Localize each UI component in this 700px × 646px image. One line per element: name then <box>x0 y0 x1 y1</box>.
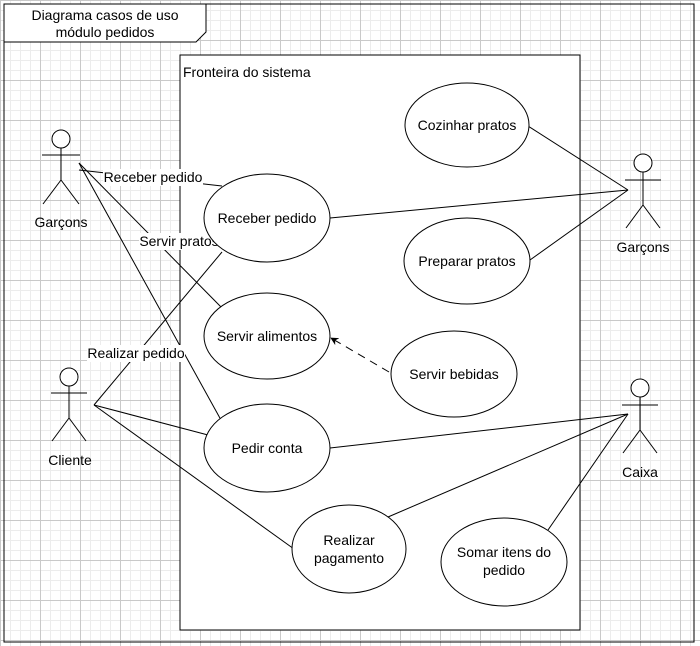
frame-title-tab <box>3 3 207 43</box>
use-case-realizar-pagamento-line1: Realizar <box>323 532 375 548</box>
actor-garcons-left[interactable] <box>42 129 80 205</box>
use-case-pedir-conta-label: Pedir conta <box>232 440 303 456</box>
use-case-somar-itens-line1: Somar itens do <box>457 544 551 560</box>
use-case-servir-alimentos-label: Servir alimentos <box>217 328 317 344</box>
line-servir-bebidas-dependency <box>330 337 390 373</box>
edge-label-servir-pratos: Servir pratos <box>139 233 218 249</box>
use-case-servir-bebidas-label: Servir bebidas <box>409 366 499 382</box>
use-case-receber-pedido-label: Receber pedido <box>218 210 317 226</box>
system-boundary-label: Fronteira do sistema <box>183 64 311 80</box>
diagram-frame <box>3 3 695 643</box>
use-case-somar-itens-line2: pedido <box>483 562 525 578</box>
use-case-somar-itens[interactable]: Somar itens do pedido <box>440 517 568 607</box>
actor-caixa[interactable] <box>622 378 658 454</box>
line-cliente-pagamento <box>93 404 295 550</box>
label-bg-servir-pratos <box>139 233 219 250</box>
line-garcons-pedir-conta <box>78 162 222 421</box>
frame-title-line1: Diagrama casos de uso <box>31 7 178 23</box>
use-case-realizar-pagamento-line2: pagamento <box>314 550 384 566</box>
use-case-pedir-conta[interactable]: Pedir conta <box>203 403 331 493</box>
actor-garcons-right[interactable] <box>625 153 661 229</box>
line-preparar-garcons-right <box>529 189 629 261</box>
edge-label-receber-pedido: Receber pedido <box>104 169 203 185</box>
use-case-preparar-label: Preparar pratos <box>418 253 515 269</box>
actor-cliente-label: Cliente <box>48 452 92 468</box>
actor-garcons-right-label: Garçons <box>617 239 670 255</box>
label-bg-realizar-pedido <box>87 345 185 362</box>
label-bg-receber <box>103 169 203 186</box>
use-case-cozinhar-label: Cozinhar pratos <box>418 117 517 133</box>
use-case-receber-pedido[interactable]: Receber pedido <box>203 173 331 263</box>
actor-caixa-label: Caixa <box>622 464 658 480</box>
line-cozinhar-garcons-right <box>527 125 629 191</box>
line-receber-garcons-right <box>329 189 629 219</box>
use-case-realizar-pagamento[interactable]: Realizar pagamento <box>291 504 407 594</box>
use-case-servir-bebidas[interactable]: Servir bebidas <box>390 330 518 418</box>
actor-cliente[interactable] <box>51 367 87 442</box>
associations <box>78 125 629 550</box>
use-case-preparar[interactable]: Preparar pratos <box>403 217 531 305</box>
use-case-cozinhar[interactable]: Cozinhar pratos <box>404 82 530 168</box>
line-pedir-conta-caixa <box>329 413 629 449</box>
line-cliente-pedir-conta <box>93 404 209 436</box>
line-somar-caixa <box>547 413 629 531</box>
frame-title-line2: módulo pedidos <box>56 24 155 40</box>
actor-garcons-left-label: Garçons <box>35 214 88 230</box>
use-case-servir-alimentos[interactable]: Servir alimentos <box>203 292 331 380</box>
line-pagamento-caixa <box>387 413 629 518</box>
line-cliente-receber <box>93 251 223 406</box>
edge-label-realizar-pedido: Realizar pedido <box>87 345 184 361</box>
